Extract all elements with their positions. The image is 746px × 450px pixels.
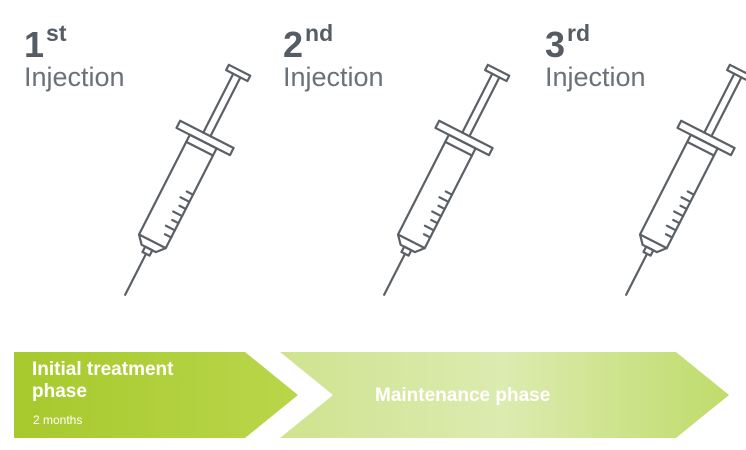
injection-2-ordinal: 2nd bbox=[283, 20, 333, 66]
initial-phase-duration: 2 months bbox=[33, 413, 83, 427]
initial-phase-arrow bbox=[14, 352, 298, 438]
syringe-icon bbox=[356, 55, 523, 310]
injection-3-label: Injection bbox=[545, 62, 646, 92]
injection-3-number: 3 bbox=[545, 24, 566, 65]
injection-2-suffix: nd bbox=[305, 20, 334, 46]
syringe-icon bbox=[97, 55, 264, 310]
injection-1: 1st Injection bbox=[24, 0, 284, 340]
injection-3-ordinal: 3rd bbox=[545, 20, 590, 66]
injection-2: 2nd Injection bbox=[283, 0, 543, 340]
injection-3: 3rd Injection bbox=[545, 0, 746, 340]
phase-timeline bbox=[14, 352, 729, 438]
injection-1-ordinal: 1st bbox=[24, 20, 66, 66]
injection-2-label: Injection bbox=[283, 62, 384, 92]
initial-phase-label: Initial treatment phase bbox=[32, 359, 174, 402]
injection-1-number: 1 bbox=[24, 24, 45, 65]
syringe-icon bbox=[598, 55, 746, 310]
injection-3-suffix: rd bbox=[567, 20, 591, 46]
injection-1-suffix: st bbox=[46, 20, 67, 46]
injection-2-number: 2 bbox=[283, 24, 304, 65]
injection-1-label: Injection bbox=[24, 62, 125, 92]
maintenance-phase-label: Maintenance phase bbox=[375, 385, 551, 406]
maintenance-phase-arrow bbox=[280, 352, 729, 438]
